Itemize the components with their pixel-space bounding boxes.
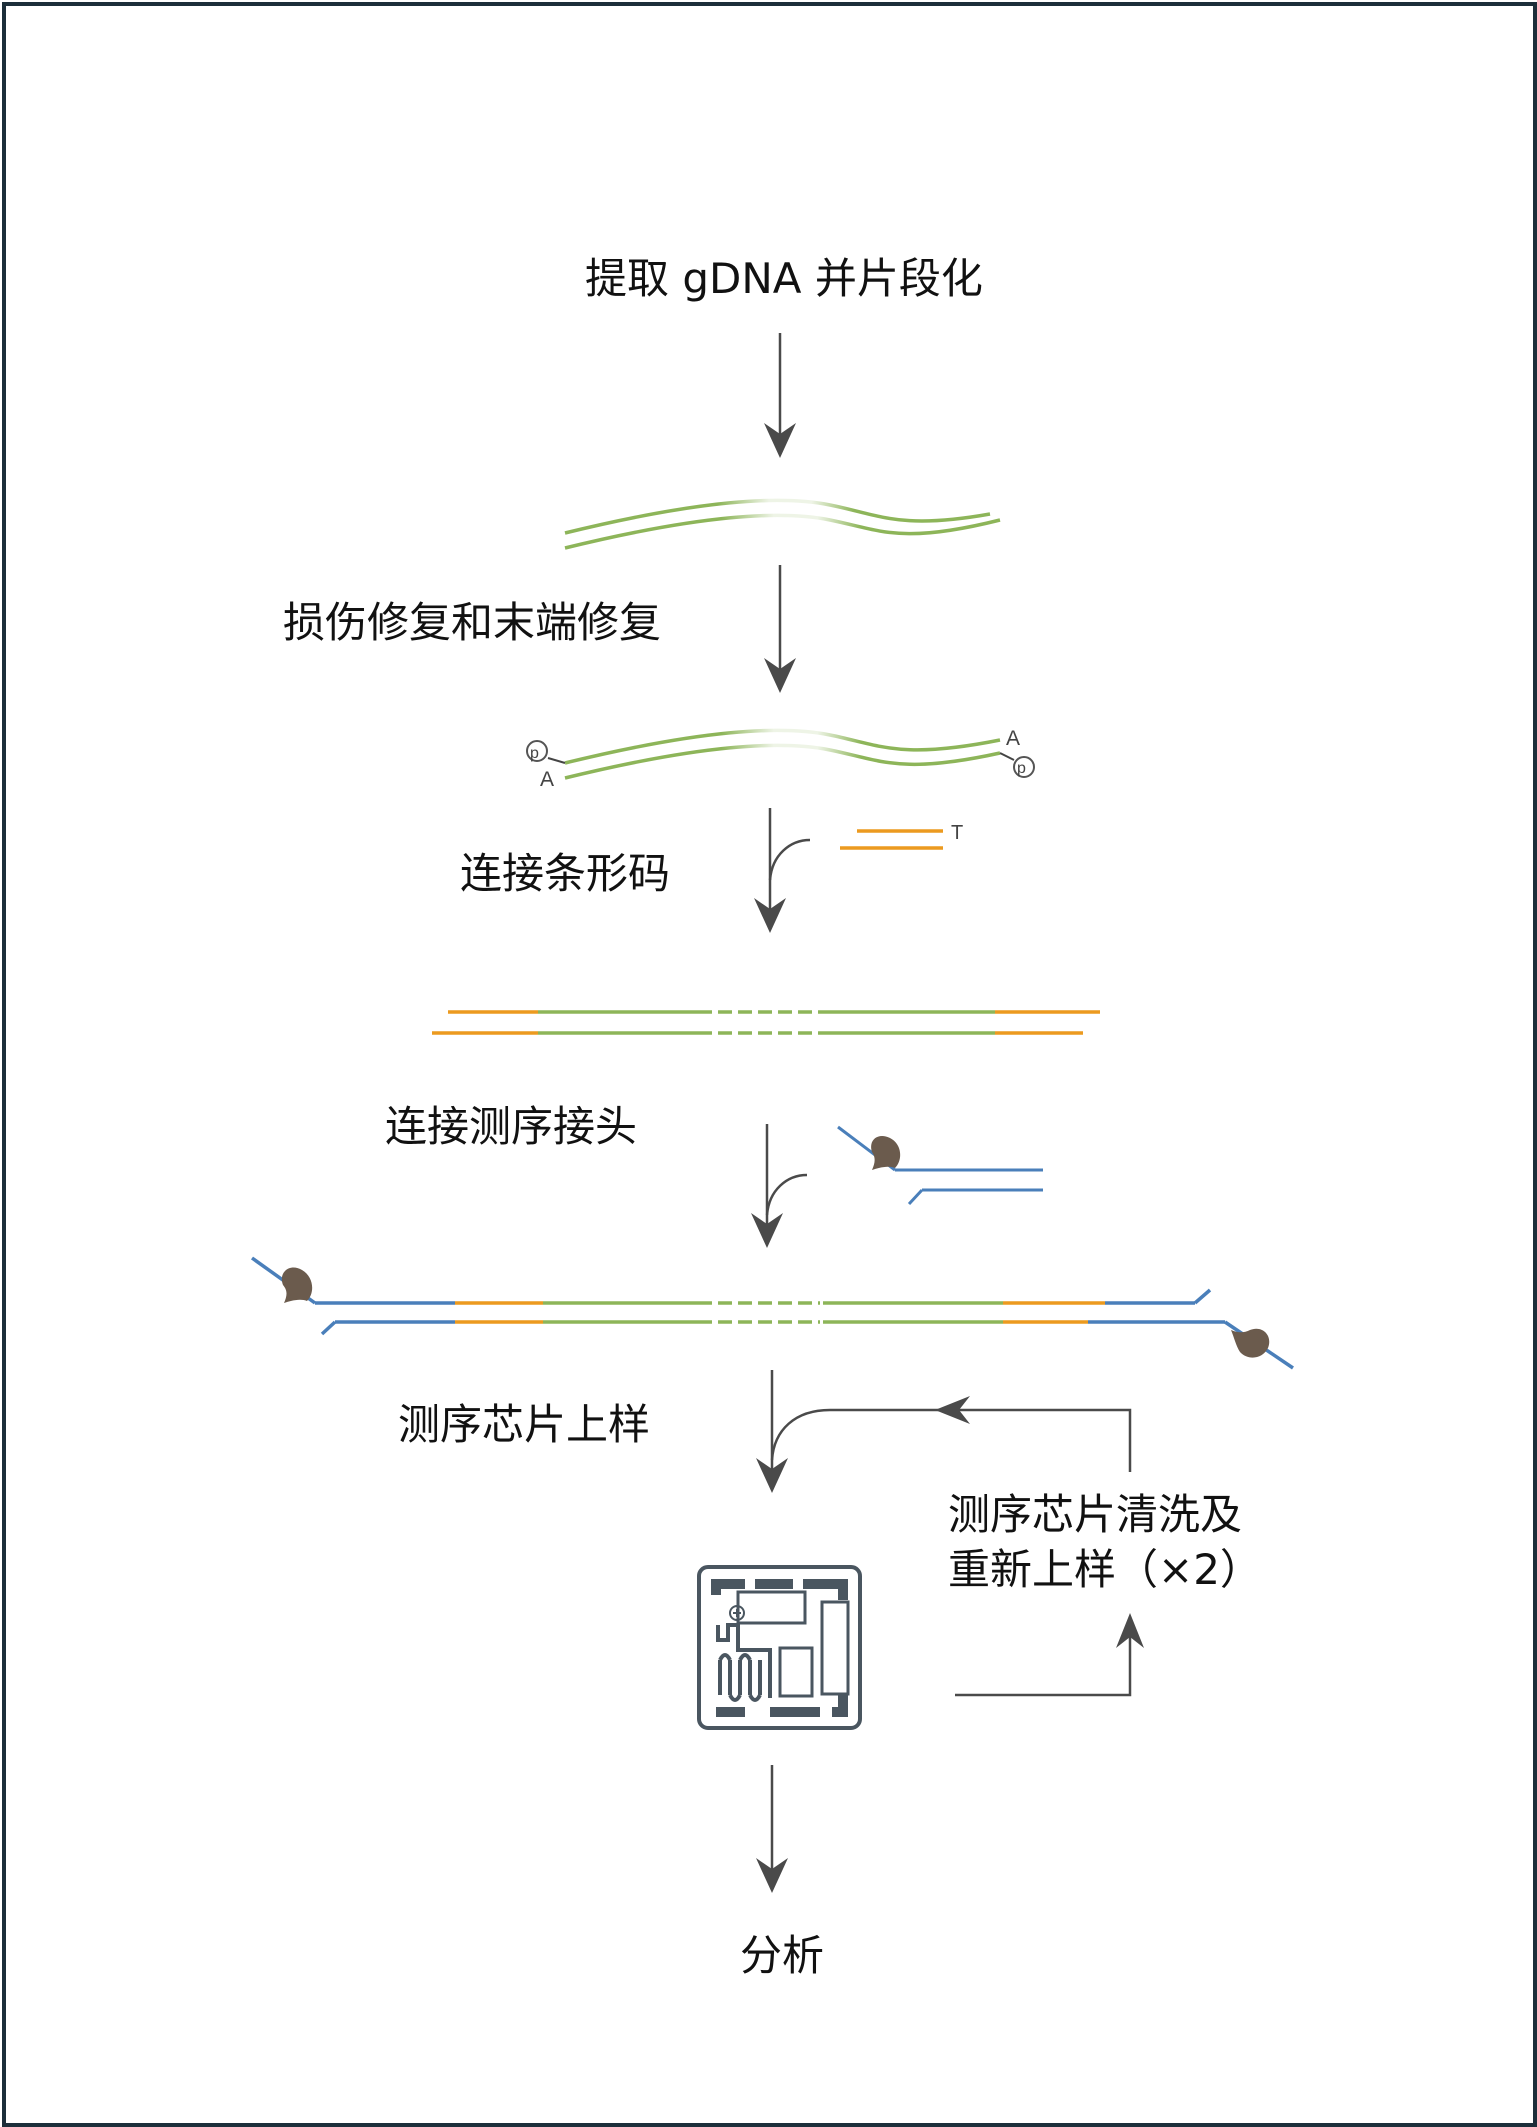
adapted-library [250,1256,1294,1370]
motor-protein-icon [281,1267,313,1303]
loop-arrow-icon [955,1620,1132,1697]
step-repair-label: 损伤修复和末端修复 [283,598,662,647]
repaired-dna: p A p A [526,727,1035,791]
step-extract-label: 提取 gDNA 并片段化 [585,254,983,303]
step-adapter-label: 连接测序接头 [385,1102,638,1151]
step-barcode-label: 连接条形码 [460,849,671,898]
motor-protein-icon [871,1135,901,1170]
step-analysis-label: 分析 [740,1931,825,1980]
merge-arrow-icon [765,1124,808,1240]
phosphate-label: p [1017,760,1026,777]
step-load-label: 测序芯片上样 [398,1400,651,1449]
step-wash-label-line2: 重新上样（×2） [948,1545,1262,1594]
step-wash-label-line1: 测序芯片清洗及 [948,1490,1243,1539]
down-arrow-icon [764,333,796,458]
t-overhang-label: T [951,822,963,844]
flow-cell-chip-icon [697,1565,862,1730]
phosphate-label: p [530,745,539,762]
down-arrow-icon [764,565,796,693]
dna-fragment [564,498,1001,550]
motor-protein-icon [1231,1328,1270,1358]
a-tail-label: A [1006,727,1020,750]
loop-arrow-icon [770,1370,1132,1485]
barcode-oligo: T [840,822,963,850]
down-arrow-icon [756,1765,788,1893]
a-tail-label: A [540,768,554,791]
sequencing-adapter [837,1125,1043,1206]
barcoded-dna [432,1010,1100,1035]
merge-arrow-icon [768,808,811,925]
